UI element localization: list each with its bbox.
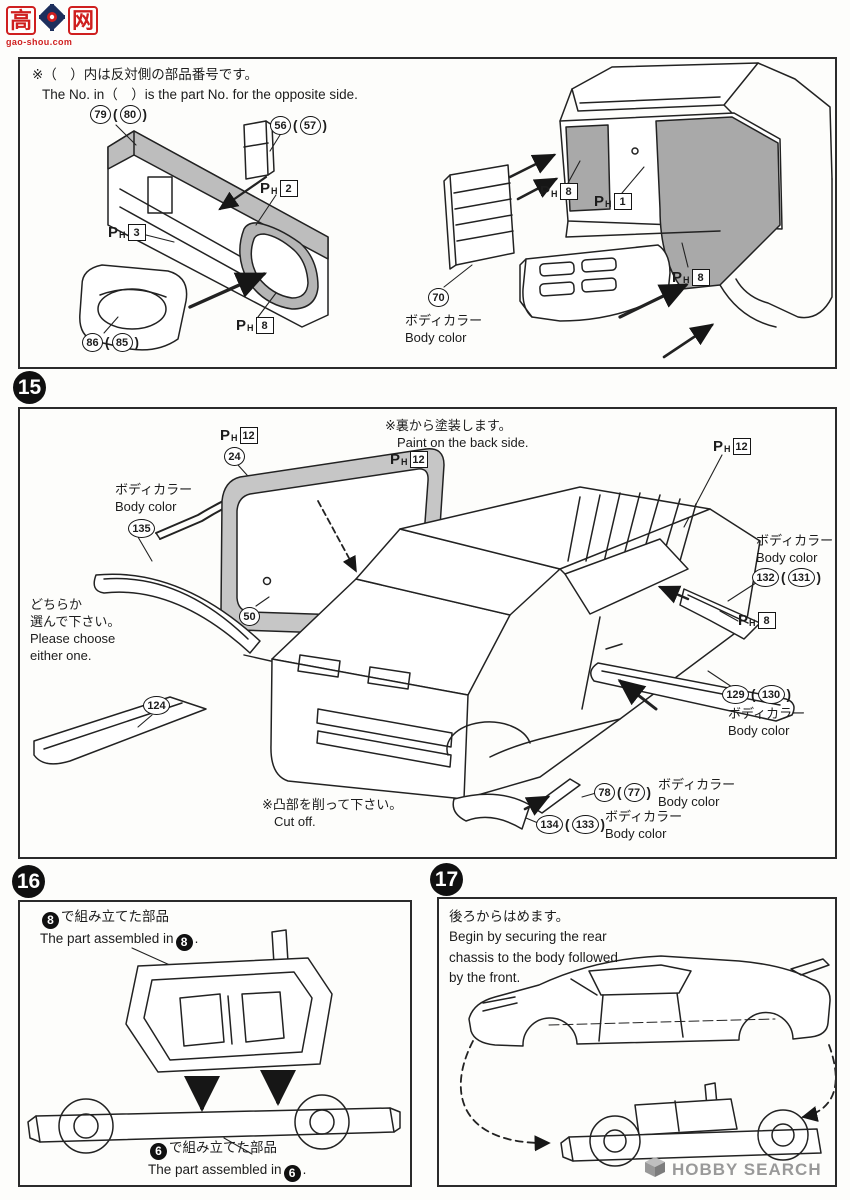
part-label-132-131: 132(131) [752, 568, 822, 587]
car-body [270, 486, 761, 800]
spoiler-part-135 [93, 573, 261, 654]
logo-domain: gao-shou.com [6, 37, 73, 47]
hobbysearch-cube-icon [644, 1156, 666, 1183]
part-label-79-80: 79(80) [90, 105, 148, 124]
interior-tub-part [125, 929, 333, 1073]
part-label-135: 135 [128, 519, 155, 538]
note-jp: ※（ ）内は反対側の部品番号です。 [32, 67, 258, 82]
note-en: The No. in（ ）is the part No. for the opp… [42, 87, 358, 103]
choose-either-note: どちらか 選んで下さい。 Please choose either one. [30, 597, 121, 663]
part-label-70: 70 [428, 288, 449, 307]
chassis-side-view [560, 1082, 822, 1167]
logo-row: 高 网 [6, 3, 126, 38]
step17-note: 後ろからはめます。 Begin by securing the rear cha… [449, 909, 618, 985]
panel-step14: ※（ ）内は反対側の部品番号です。 The No. in（ ）is the pa… [18, 57, 837, 369]
step-17-number: 17 [430, 863, 463, 896]
taillight-garnish-part [443, 164, 515, 270]
part-label-50: 50 [239, 607, 260, 626]
bodycolor-caption-132: ボディカラー Body color [756, 533, 834, 565]
bodycolor-caption-135: ボディカラー Body color [115, 482, 193, 514]
opposite-side-note: ※（ ）内は反対側の部品番号です。 The No. in（ ）is the pa… [32, 65, 358, 106]
logo-char-left: 高 [6, 5, 37, 36]
hobbysearch-text: HOBBY SEARCH [672, 1159, 822, 1179]
bodycolor-caption-129: ボディカラー Body color [728, 706, 806, 738]
part-label-129-130: 129(130) [722, 685, 792, 704]
part-label-86-85: 86(85) [82, 333, 140, 352]
part-label-78-77: 78(77) [594, 783, 652, 802]
part-label-124: 124 [143, 696, 170, 715]
gaoshou-watermark: 高 网 gao-shou.com [6, 3, 126, 47]
part-label-24: 24 [224, 447, 245, 466]
gear-fist-icon [38, 3, 66, 38]
front-lip-part-134 [452, 793, 531, 830]
part-label-56-57: 56(57) [270, 116, 328, 135]
bodycolor-caption-78: ボディカラー Body color [658, 777, 736, 809]
car-body-side-view [468, 955, 831, 1047]
logo-char-right: 网 [68, 5, 99, 36]
hobbysearch-watermark: HOBBY SEARCH [644, 1156, 822, 1183]
spoiler-part-124 [33, 696, 207, 765]
side-skirt-part-129 [590, 662, 795, 722]
step-15-number: 15 [13, 371, 46, 404]
step17-diagram [459, 955, 835, 1167]
rear-bumper-part-70 [519, 244, 671, 322]
bodycolor-caption-134: ボディカラー Body color [605, 809, 683, 841]
paint-back-note: ※裏から塗装します。 Paint on the back side. [385, 418, 529, 450]
quarter-trim-part-132 [679, 588, 761, 640]
clip-part-56 [243, 120, 275, 180]
panel-step17: 後ろからはめます。 Begin by securing the rear cha… [437, 897, 837, 1187]
bodycolor-caption-70: ボディカラー Body color [405, 313, 483, 345]
cut-off-note: ※凸部を削って下さい。 Cut off. [262, 797, 403, 829]
mudflap-part-78 [531, 778, 581, 814]
step15-diagram [33, 448, 795, 830]
chassis-part [27, 1094, 401, 1154]
step-16-number: 16 [12, 865, 45, 898]
part-label-134-133: 134(133) [536, 815, 606, 834]
step16-diagram [27, 929, 401, 1155]
